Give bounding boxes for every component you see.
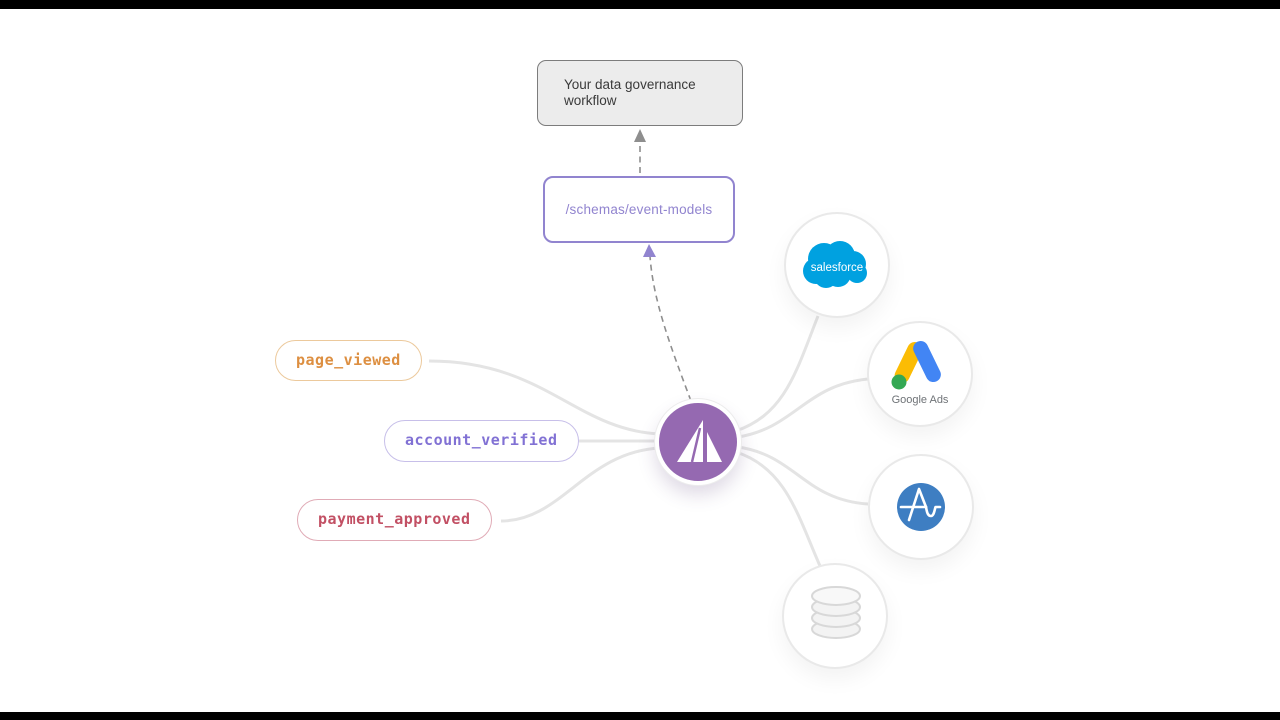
curve-database: [735, 450, 822, 567]
schema-path-text: /schemas/event-models: [565, 202, 713, 217]
sail-logo-icon: [677, 420, 722, 463]
curve-page-viewed: [428, 359, 661, 436]
workflow-label-box: Your data governance workflow: [537, 60, 743, 126]
letterbox-top: [0, 0, 1280, 9]
salesforce-wordmark: salesforce: [811, 262, 863, 274]
arrowhead-schema: [643, 244, 656, 257]
destination-database: [782, 563, 888, 669]
curve-google-ads: [737, 377, 869, 439]
salesforce-icon: salesforce: [803, 241, 867, 288]
dashed-curve-node-to-schema: [649, 255, 692, 402]
google-ads-icon: [891, 340, 941, 390]
schema-path-box: /schemas/event-models: [543, 176, 735, 243]
destination-salesforce: salesforce: [784, 212, 890, 318]
amplitude-icon: [897, 483, 945, 531]
database-icon: [811, 586, 861, 639]
google-ads-caption: Google Ads: [891, 394, 949, 406]
event-pill-account-verified: account_verified: [384, 420, 579, 462]
event-pill-page-viewed: page_viewed: [275, 340, 422, 381]
destination-google-ads: Google Ads: [867, 321, 973, 427]
dashed-arrows: [639, 141, 692, 402]
curve-payment-approved: [500, 446, 661, 523]
central-node: [655, 399, 741, 485]
arrowhead-workflow: [634, 129, 646, 142]
event-source-curves: [428, 315, 869, 567]
curve-amplitude: [737, 445, 869, 506]
destination-amplitude: [868, 454, 974, 560]
event-pill-payment-approved: payment_approved: [297, 499, 492, 541]
curve-salesforce: [735, 315, 820, 433]
workflow-label-text: Your data governance workflow: [564, 76, 696, 109]
letterbox-bottom: [0, 712, 1280, 720]
